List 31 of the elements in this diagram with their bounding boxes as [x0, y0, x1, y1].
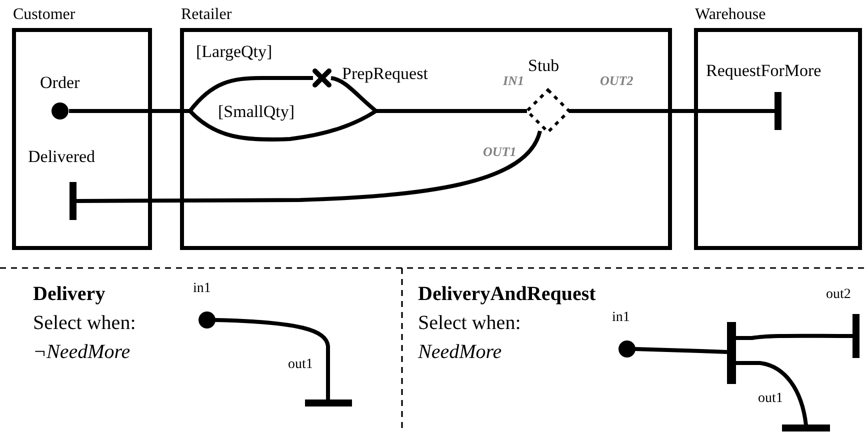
guard-label: [SmallQty]	[218, 103, 294, 120]
port-label: OUT1	[483, 145, 516, 158]
selection-text: Select when:	[418, 313, 521, 333]
plugin-title: DeliveryAndRequest	[418, 284, 596, 304]
component-title: Customer	[13, 7, 76, 23]
path-label: PrepRequest	[342, 65, 428, 82]
selection-condition: ¬NeedMore	[33, 342, 130, 362]
path-label: Stub	[528, 57, 560, 74]
path-line	[214, 318, 330, 400]
path-line	[736, 334, 853, 340]
path-label: out1	[758, 392, 783, 406]
port-label: IN1	[503, 74, 524, 87]
port-label: OUT2	[600, 74, 634, 87]
selection-text: Select when:	[33, 313, 136, 333]
component-title: Warehouse	[695, 7, 766, 23]
path-label: out2	[826, 288, 851, 302]
path-line	[736, 361, 808, 426]
guard-label: [LargeQty]	[196, 43, 272, 60]
path-label: in1	[612, 311, 630, 325]
plugin-title: Delivery	[33, 284, 106, 304]
path-label: Order	[40, 74, 80, 91]
path-line	[330, 76, 527, 113]
component-title: Retailer	[181, 7, 232, 23]
path-label: out1	[288, 358, 313, 372]
path-line	[76, 130, 542, 203]
path-line	[569, 109, 775, 113]
path-label: in1	[193, 282, 211, 296]
path-line	[634, 347, 728, 354]
path-label: Delivered	[28, 148, 96, 165]
selection-condition: NeedMore	[418, 342, 502, 362]
path-label: RequestForMore	[706, 62, 822, 79]
